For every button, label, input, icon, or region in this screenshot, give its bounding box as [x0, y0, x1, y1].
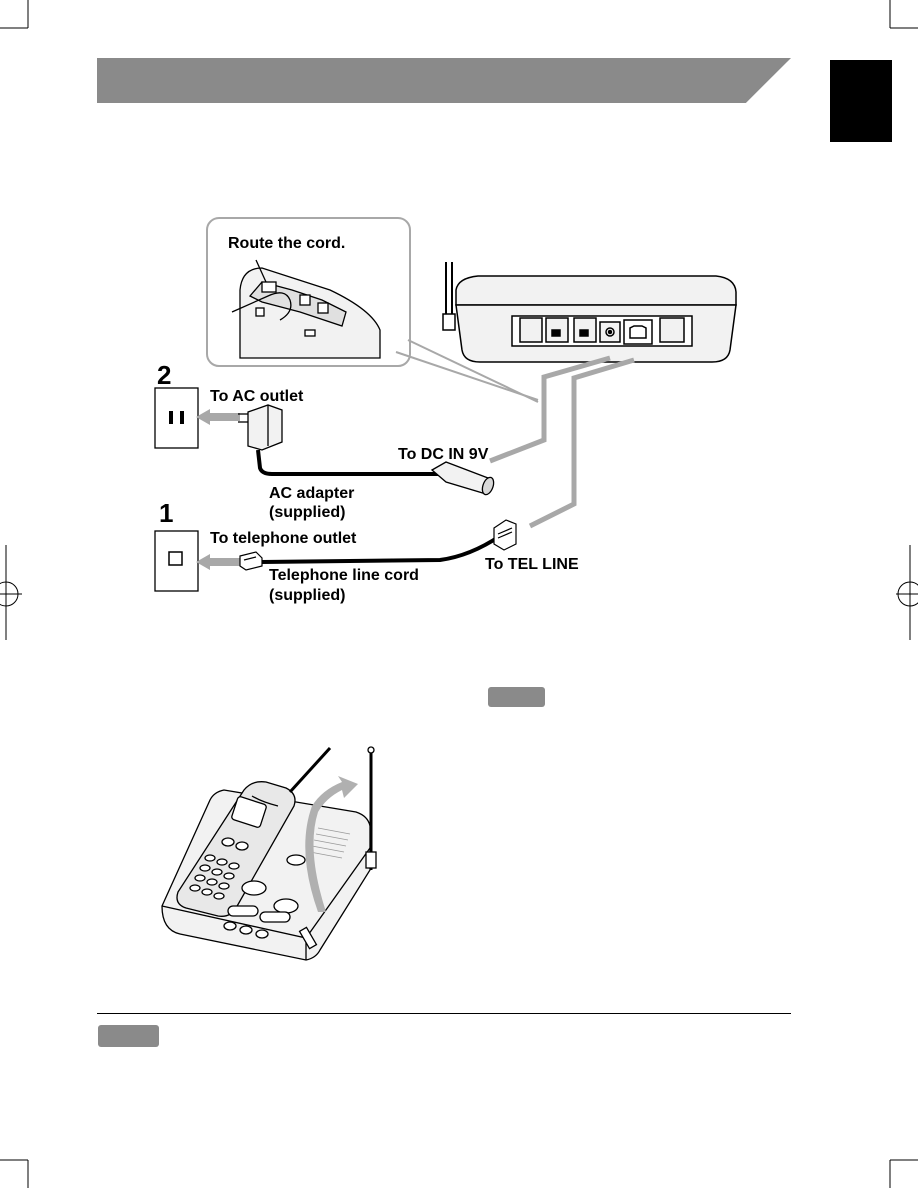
label-to-tel-line: To TEL LINE — [485, 556, 579, 573]
dc-plug-drawing — [430, 461, 495, 496]
step-2-number: 2 — [157, 360, 172, 390]
label-ac-adapter: AC adapter — [269, 485, 355, 502]
label-ac-adapter-supplied: (supplied) — [269, 504, 346, 521]
label-to-ac-outlet: To AC outlet — [210, 388, 304, 405]
ac-adapter-drawing — [238, 404, 283, 451]
label-to-dc-in: To DC IN 9V — [398, 446, 489, 463]
inset-label: Route the cord. — [228, 235, 346, 252]
label-telephone-cord-supplied: (supplied) — [269, 587, 346, 604]
label-telephone-line-cord: Telephone line cord — [269, 567, 419, 584]
label-to-telephone-outlet: To telephone outlet — [210, 530, 357, 547]
note-tag-bottom — [98, 1025, 159, 1047]
note-tag — [488, 687, 545, 707]
ac-wall-outlet — [154, 387, 199, 449]
inset-unit-drawing — [231, 259, 381, 359]
chapter-tab — [830, 60, 892, 142]
section-divider — [97, 1013, 791, 1014]
base-unit-rear — [442, 262, 737, 363]
section-header-bar — [97, 58, 791, 103]
tel-plug-drawing — [493, 519, 517, 551]
step-1-number: 1 — [159, 498, 174, 528]
